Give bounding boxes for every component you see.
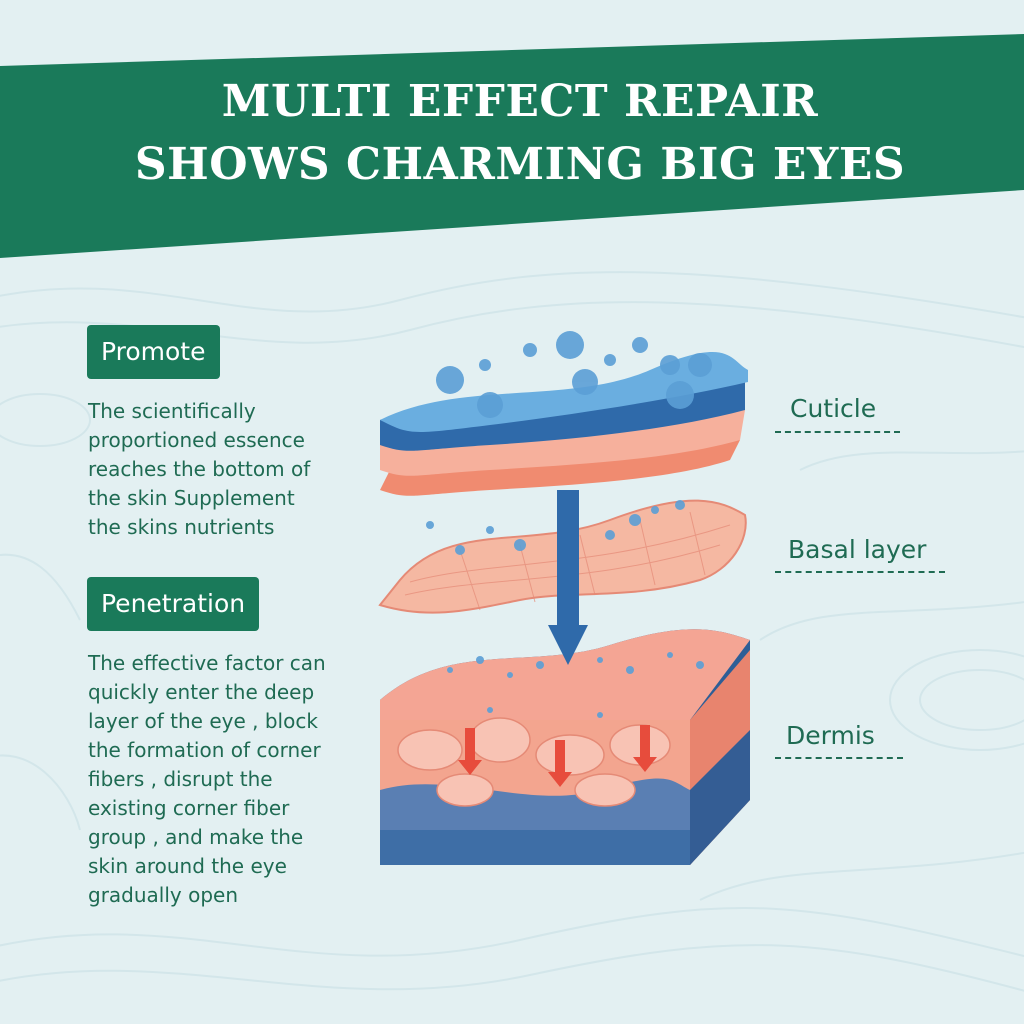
basal-layer-underline <box>775 571 945 573</box>
page-title-line-1: MULTI EFFECT REPAIR <box>221 76 819 127</box>
basal-layer-label: Basal layer <box>788 535 927 564</box>
promote-badge: Promote <box>87 325 220 379</box>
penetration-badge: Penetration <box>87 577 260 631</box>
cuticle-label: Cuticle <box>790 394 877 423</box>
dermis-block <box>380 629 750 865</box>
cuticle-underline <box>775 431 900 433</box>
skin-layers-illustration <box>378 331 750 865</box>
down-arrow <box>548 490 588 665</box>
dermis-label: Dermis <box>786 721 875 750</box>
penetration-description: The effective factor can quickly enter t… <box>88 651 326 907</box>
cuticle-stack <box>380 351 748 496</box>
dermis-underline <box>775 757 903 759</box>
title-banner <box>0 34 1024 258</box>
promote-description: The scientifically proportioned essence … <box>88 399 311 539</box>
page-title-line-2: SHOWS CHARMING BIG EYES <box>134 139 906 190</box>
